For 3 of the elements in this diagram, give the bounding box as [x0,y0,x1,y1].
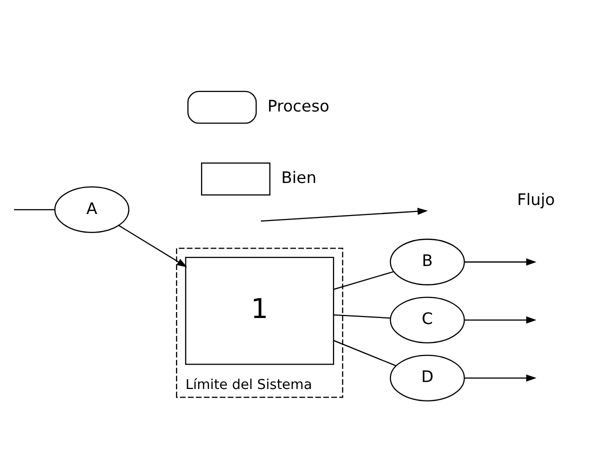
legend-label: Proceso [268,96,330,116]
legend-label: Bien [281,168,316,188]
legend-label: Flujo [517,190,555,209]
